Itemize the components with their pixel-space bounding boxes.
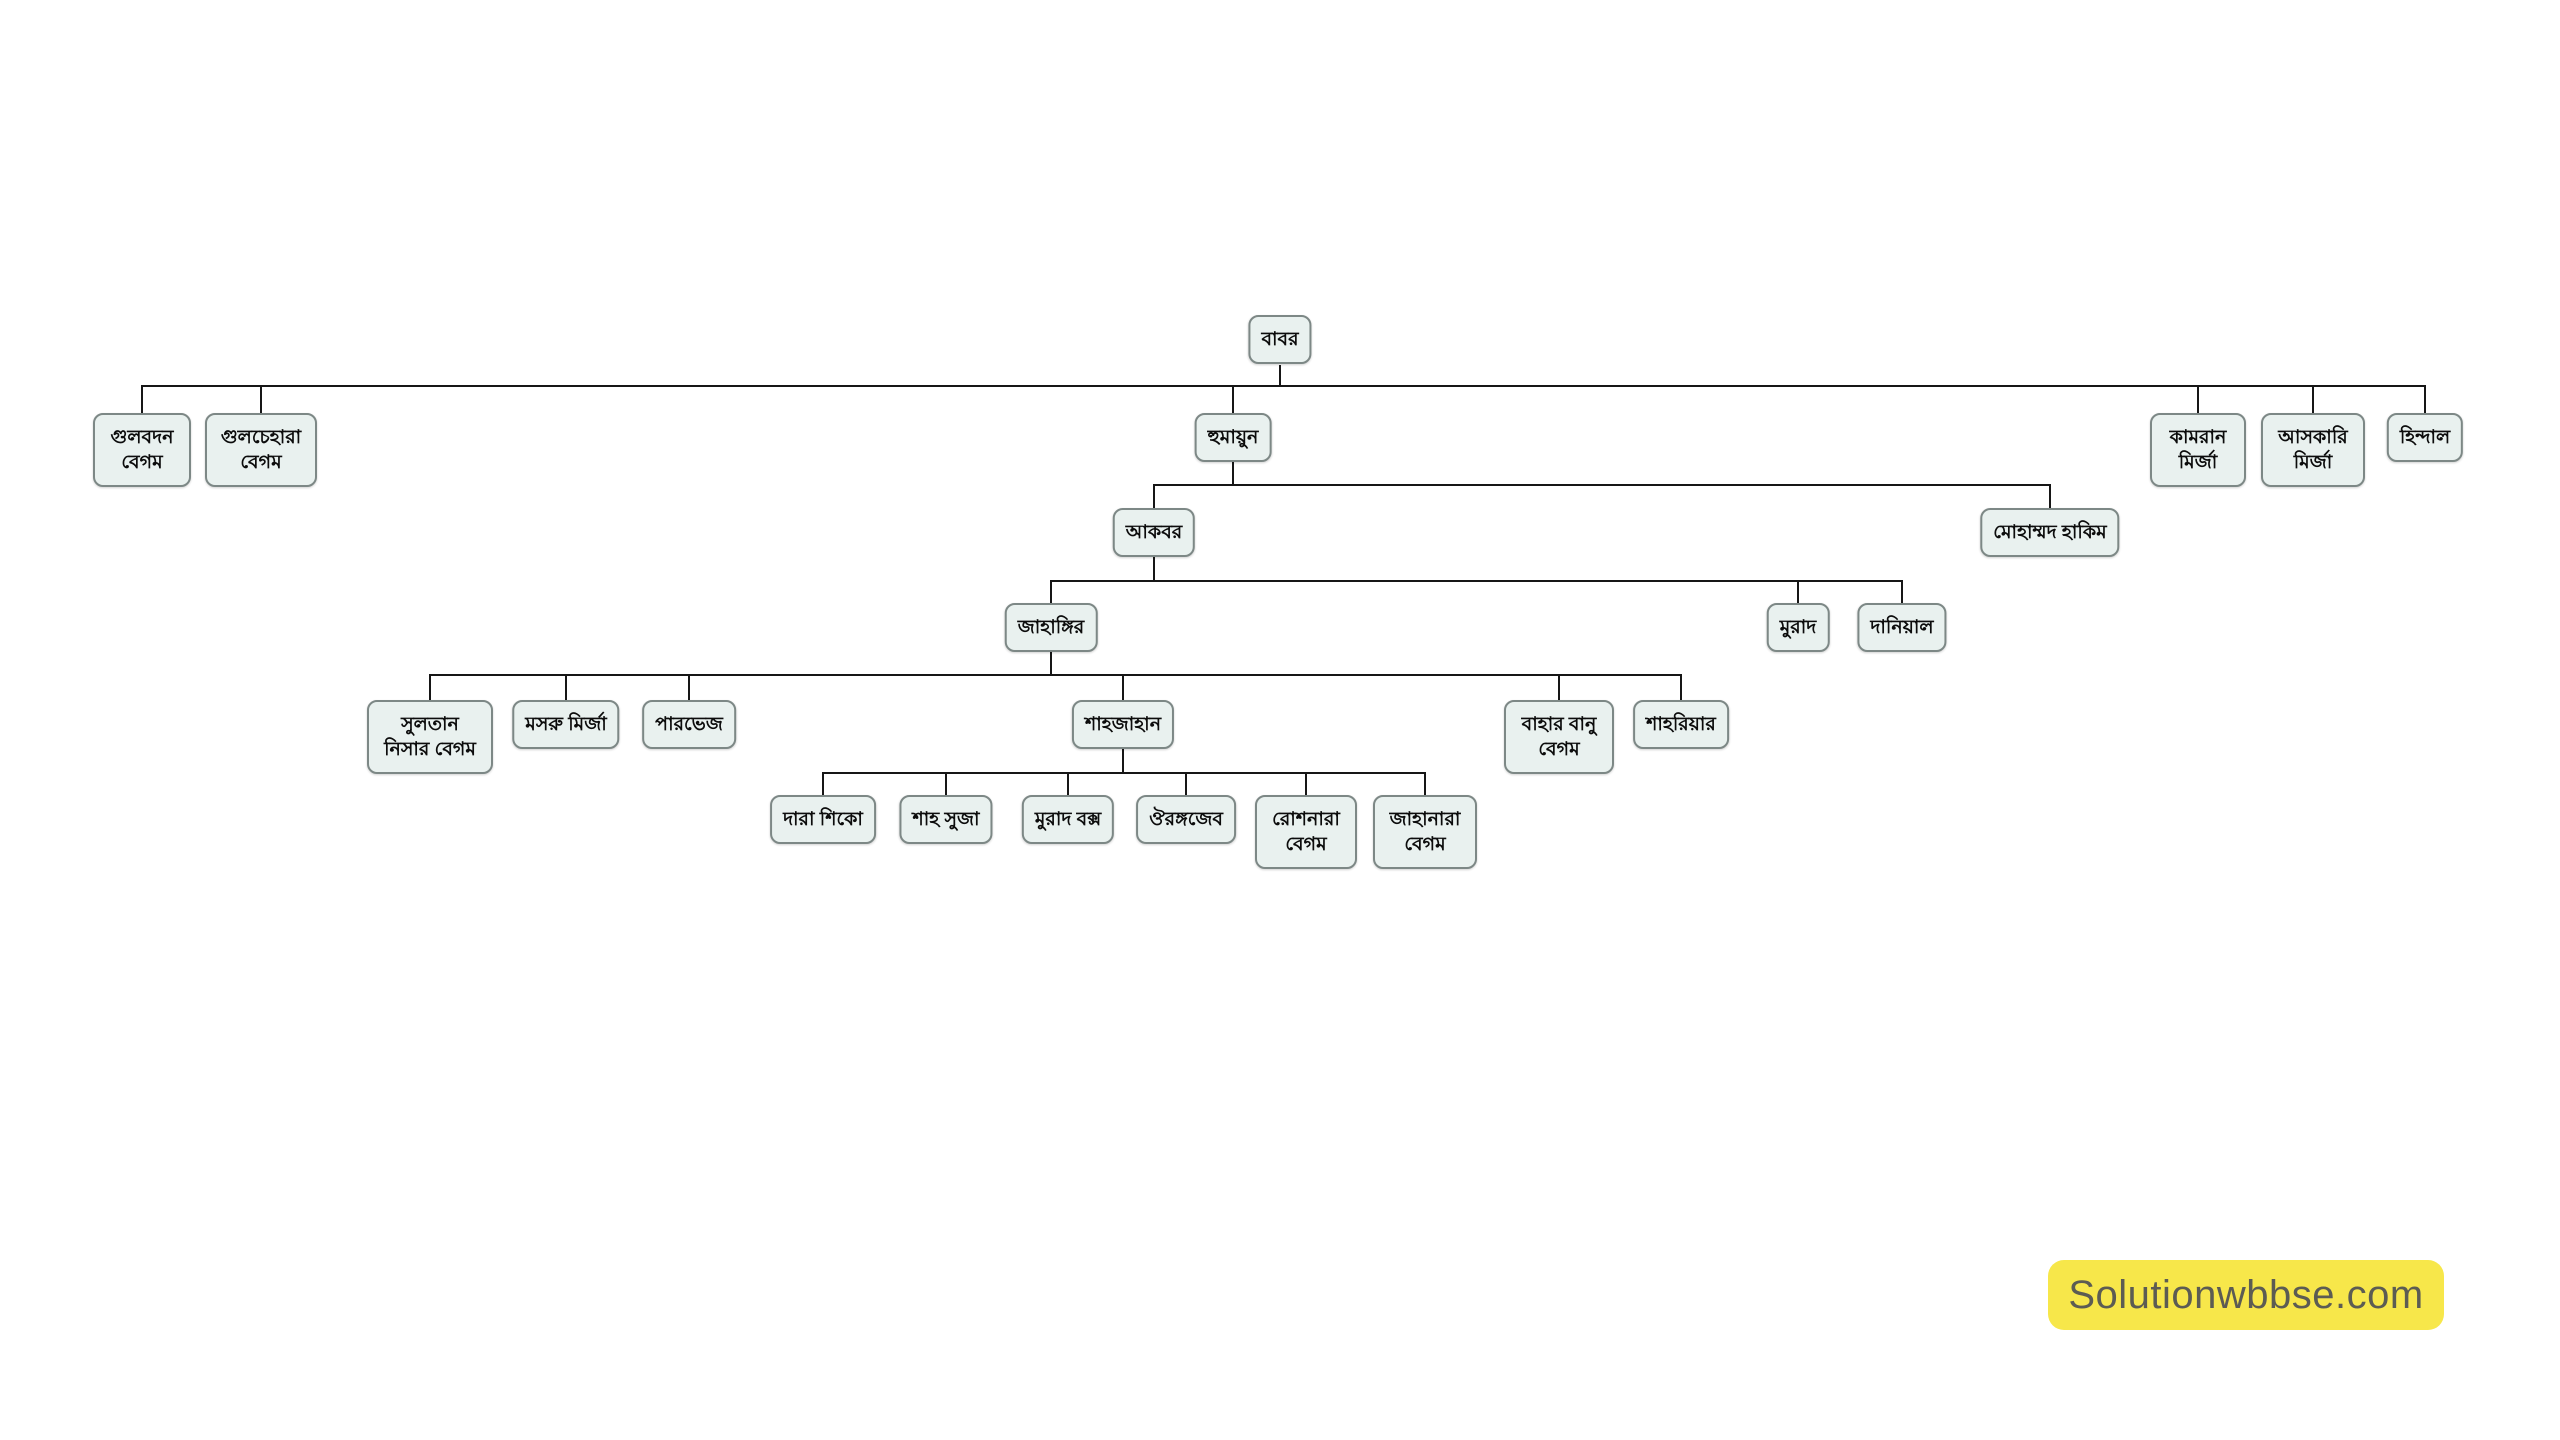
connector-drop-bahar-banu bbox=[1558, 674, 1560, 700]
watermark-badge: Solutionwbbse.com bbox=[2048, 1260, 2444, 1330]
connector-drop-masru bbox=[565, 674, 567, 700]
connector-babur-drop bbox=[1279, 365, 1281, 386]
node-askari: আসকারি মির্জা bbox=[2261, 413, 2365, 488]
node-babur: বাবর bbox=[1248, 315, 1312, 365]
connector-drop-askari bbox=[2312, 385, 2314, 413]
connector-drop-daniyal bbox=[1901, 580, 1903, 603]
node-roshanara: রোশনারা বেগম bbox=[1255, 795, 1357, 870]
node-daniyal: দানিয়াল bbox=[1857, 603, 1947, 653]
node-aurangzeb: ঔরঙ্গজেব bbox=[1136, 795, 1236, 845]
connector-drop-kamran bbox=[2197, 385, 2199, 413]
connector-akbar-drop bbox=[1153, 555, 1155, 581]
node-shahriyar: শাহরিয়ার bbox=[1633, 700, 1729, 750]
connector-bus-babur-children bbox=[141, 385, 2426, 387]
connector-drop-roshanara bbox=[1305, 772, 1307, 795]
connector-bus-shahjahan-children bbox=[822, 772, 1426, 774]
connector-jahangir-drop bbox=[1050, 651, 1052, 675]
node-suja: শাহ সুজা bbox=[899, 795, 993, 845]
connector-drop-hakim bbox=[2049, 484, 2051, 508]
node-murad: মুরাদ bbox=[1766, 603, 1830, 653]
node-parvez: পারভেজ bbox=[642, 700, 736, 750]
connector-drop-sultan-nisar bbox=[429, 674, 431, 700]
connector-drop-dara bbox=[822, 772, 824, 795]
node-dara: দারা শিকো bbox=[770, 795, 876, 845]
watermark-text: Solutionwbbse.com bbox=[2068, 1272, 2424, 1317]
connector-drop-akbar bbox=[1153, 484, 1155, 508]
node-gulbadan: গুলবদন বেগম bbox=[93, 413, 191, 488]
node-bahar-banu: বাহার বানু বেগম bbox=[1504, 700, 1614, 775]
node-akbar: আকবর bbox=[1112, 508, 1196, 558]
node-hakim: মোহাম্মদ হাকিম bbox=[1980, 508, 2120, 558]
connector-drop-shahjahan bbox=[1122, 674, 1124, 700]
node-humayun: হুমায়ুন bbox=[1194, 413, 1272, 463]
node-murad-baksh: মুরাদ বক্স bbox=[1021, 795, 1115, 845]
node-gulchehara: গুলচেহারা বেগম bbox=[205, 413, 317, 488]
node-masru: মসরু মির্জা bbox=[512, 700, 620, 750]
node-hindal: হিন্দাল bbox=[2386, 413, 2464, 463]
node-jahangir: জাহাঙ্গির bbox=[1004, 603, 1098, 653]
connector-drop-hindal bbox=[2424, 385, 2426, 413]
node-jahanara: জাহানারা বেগম bbox=[1373, 795, 1477, 870]
connector-shahjahan-drop bbox=[1122, 747, 1124, 773]
node-shahjahan: শাহজাহান bbox=[1071, 700, 1175, 750]
connector-drop-jahangir bbox=[1050, 580, 1052, 603]
connector-drop-suja bbox=[945, 772, 947, 795]
connector-drop-gulbadan bbox=[141, 385, 143, 413]
connector-bus-akbar-children bbox=[1050, 580, 1903, 582]
connector-drop-aurangzeb bbox=[1185, 772, 1187, 795]
connector-drop-jahanara bbox=[1424, 772, 1426, 795]
connector-drop-shahriyar bbox=[1680, 674, 1682, 700]
connector-drop-murad-baksh bbox=[1067, 772, 1069, 795]
connector-drop-humayun bbox=[1232, 385, 1234, 413]
connector-drop-murad bbox=[1797, 580, 1799, 603]
connector-bus-humayun-children bbox=[1153, 484, 2051, 486]
connector-drop-parvez bbox=[688, 674, 690, 700]
connector-drop-gulchehara bbox=[260, 385, 262, 413]
node-kamran: কামরান মির্জা bbox=[2150, 413, 2246, 488]
connector-bus-jahangir-children bbox=[429, 674, 1682, 676]
connector-humayun-drop bbox=[1232, 462, 1234, 485]
node-sultan-nisar: সুলতান নিসার বেগম bbox=[367, 700, 493, 775]
